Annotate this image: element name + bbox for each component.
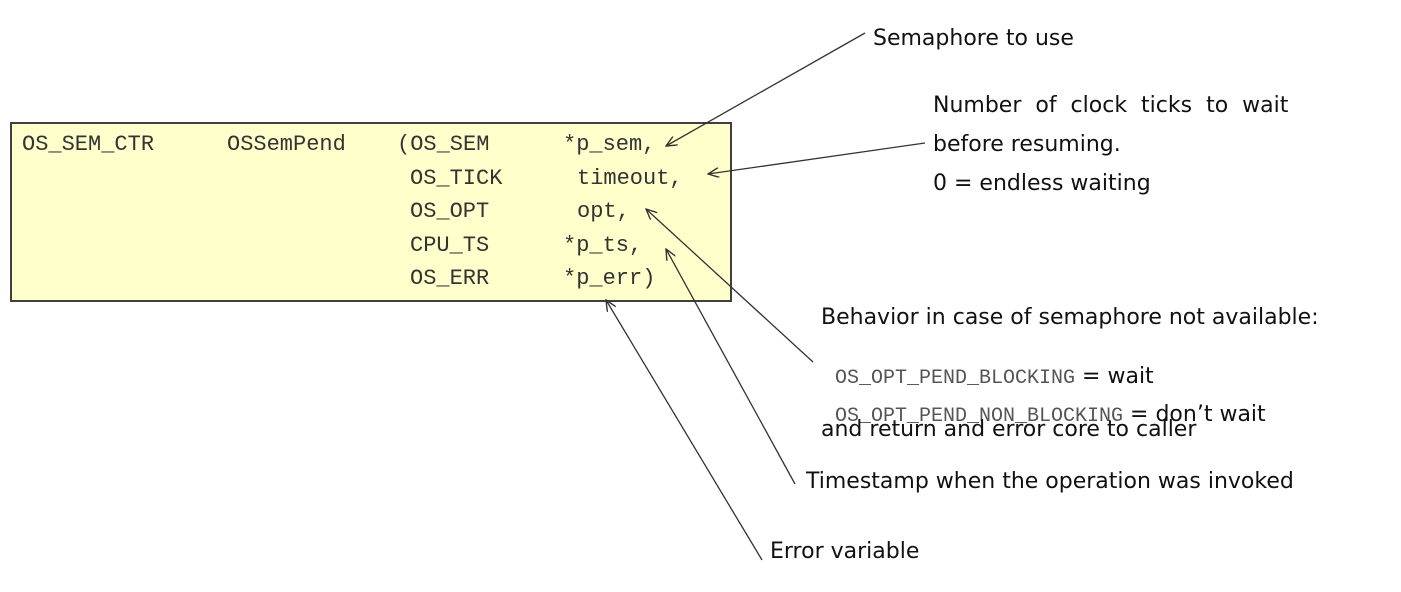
label-opt-nonblocking: OS_OPT_PEND_NON_BLOCKING = don’t wait bbox=[821, 382, 1266, 427]
param-type-p-sem: (OS_SEM bbox=[397, 132, 490, 157]
text-nonblocking-dont-wait: = don’t wait bbox=[1123, 402, 1266, 427]
param-name-timeout: timeout, bbox=[577, 166, 683, 191]
param-name-p-sem: *p_sem, bbox=[563, 132, 656, 157]
function-name: OSSemPend bbox=[227, 132, 346, 157]
label-timeout-line2: before resuming. bbox=[933, 132, 1121, 157]
arrow-timeout bbox=[708, 142, 926, 174]
label-opt-line4: and return and error core to caller bbox=[821, 417, 1197, 442]
return-type: OS_SEM_CTR bbox=[22, 132, 155, 157]
param-type-timeout: OS_TICK bbox=[410, 166, 503, 191]
arrow-error-variable bbox=[606, 300, 763, 561]
param-type-p-ts: CPU_TS bbox=[410, 233, 490, 258]
label-opt-blocking: OS_OPT_PEND_BLOCKING = wait bbox=[821, 344, 1154, 389]
param-name-p-err: *p_err) bbox=[563, 266, 656, 291]
label-timeout-line3: 0 = endless waiting bbox=[933, 171, 1151, 196]
label-timestamp: Timestamp when the operation was invoked bbox=[806, 469, 1294, 494]
label-timeout-line1: Number of clock ticks to wait bbox=[933, 93, 1289, 118]
text-blocking-wait: = wait bbox=[1075, 364, 1154, 389]
param-name-opt: opt, bbox=[577, 199, 630, 224]
code-os-opt-pend-blocking: OS_OPT_PEND_BLOCKING bbox=[835, 367, 1076, 390]
code-box bbox=[10, 122, 732, 302]
label-semaphore-to-use: Semaphore to use bbox=[873, 26, 1074, 51]
code-os-opt-pend-non-blocking: OS_OPT_PEND_NON_BLOCKING bbox=[835, 405, 1124, 428]
param-type-p-err: OS_ERR bbox=[410, 266, 490, 291]
label-opt-line1: Behavior in case of semaphore not availa… bbox=[821, 305, 1319, 330]
param-type-opt: OS_OPT bbox=[410, 199, 490, 224]
param-name-p-ts: *p_ts, bbox=[563, 233, 643, 258]
label-error-variable: Error variable bbox=[770, 539, 920, 564]
